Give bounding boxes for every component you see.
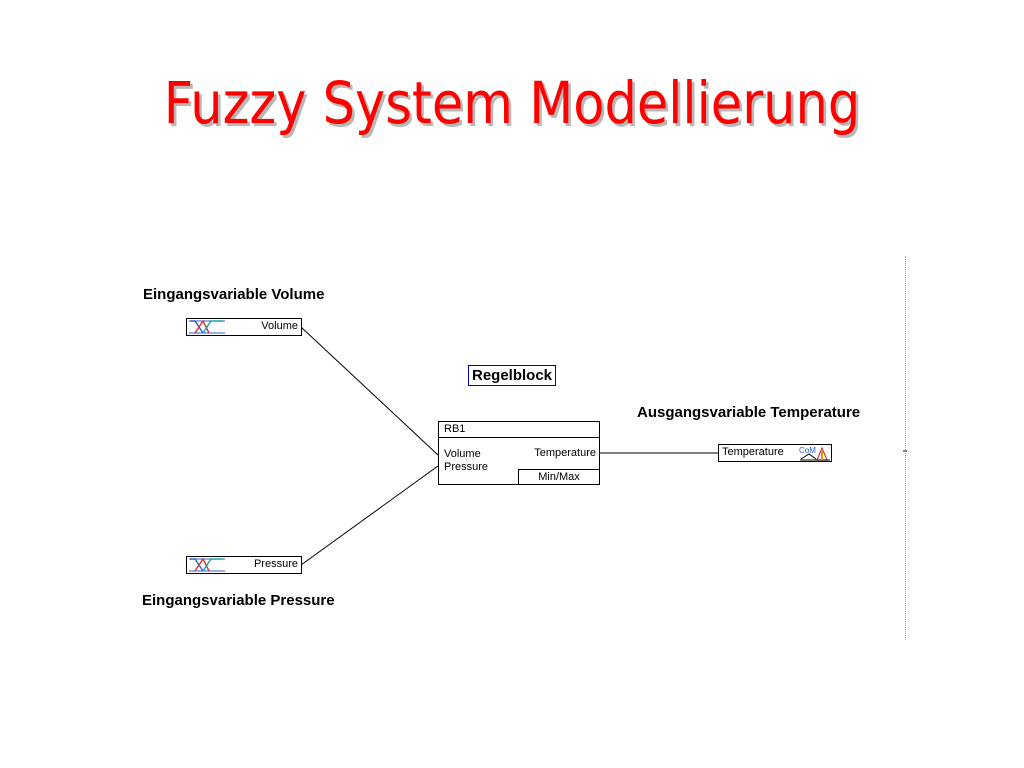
input-pressure-label: Pressure: [253, 558, 298, 570]
rule-block-name: RB1: [444, 423, 466, 435]
regelblock-label: Regelblock: [468, 365, 557, 386]
membership-function-icon: [189, 320, 225, 334]
rule-block-input-pressure: Pressure: [444, 461, 489, 473]
rule-block-divider: [439, 437, 599, 438]
rule-block-method: Min/Max: [518, 469, 599, 484]
caption-input-volume: Eingangsvariable Volume: [143, 286, 325, 303]
caption-input-pressure: Eingangsvariable Pressure: [142, 592, 335, 609]
connector-volume-to-rb: [300, 326, 439, 456]
caption-output-temperature: Ausgangsvariable Temperature: [637, 404, 861, 421]
output-temperature-label: Temperature: [722, 446, 784, 458]
rule-block[interactable]: RB1 Volume Pressure Temperature Min/Max: [438, 421, 600, 485]
slide-title: Fuzzy System Modellierung: [163, 69, 861, 137]
rule-block-input-volume: Volume: [444, 448, 481, 460]
defuzzification-icon: CoM: [799, 446, 830, 461]
input-variable-pressure[interactable]: Pressure: [186, 556, 302, 574]
output-variable-temperature[interactable]: Temperature CoM: [718, 444, 832, 462]
rule-block-output: Temperature: [534, 447, 596, 459]
input-variable-volume[interactable]: Volume: [186, 318, 302, 336]
membership-function-icon: [189, 558, 225, 572]
dotted-boundary: [905, 256, 906, 640]
defuzz-label: CoM: [799, 446, 816, 455]
input-volume-label: Volume: [261, 320, 298, 332]
connector-pressure-to-rb: [300, 465, 439, 566]
